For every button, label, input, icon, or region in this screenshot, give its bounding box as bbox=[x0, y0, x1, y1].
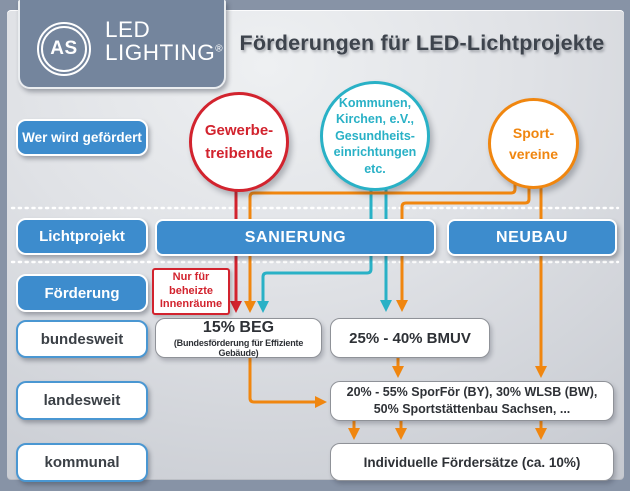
logo-line-led: LED bbox=[105, 17, 151, 42]
logo-wordmark: LED LIGHTING® bbox=[105, 17, 224, 65]
result-box-municipal: Individuelle Fördersätze (ca. 10%) bbox=[330, 443, 614, 481]
arrow-sports-to-bmuv bbox=[396, 181, 531, 312]
beg-title: 15% BEG bbox=[202, 318, 275, 336]
result-box-beg: 15% BEG (Bundesförderung für Effiziente … bbox=[155, 318, 322, 358]
row-label-federal: bundesweit bbox=[16, 320, 148, 358]
row-label-municipal: kommunal bbox=[16, 443, 148, 482]
arrow-public-to-beg bbox=[257, 186, 373, 313]
as-led-lighting-logo: AS LED LIGHTING® bbox=[18, 0, 226, 89]
audience-circle-sports: Sport- vereine bbox=[488, 98, 579, 189]
page-title: Förderungen für LED-Lichtprojekte bbox=[239, 31, 605, 55]
project-bar-sanierung: SANIERUNG bbox=[155, 219, 436, 256]
row-label-project: Lichtprojekt bbox=[16, 218, 148, 255]
row-label-who: Wer wird gefördert bbox=[16, 119, 148, 156]
beg-subtitle: (Bundesförderung für Effiziente Gebäude) bbox=[173, 337, 304, 358]
registered-mark: ® bbox=[215, 43, 224, 55]
result-box-state-programs: 20% - 55% SporFör (BY), 30% WLSB (BW), 5… bbox=[330, 381, 614, 421]
logo-line-lighting: LIGHTING® bbox=[105, 39, 224, 65]
note-heated-interiors: Nur für beheizte Innenräume bbox=[152, 268, 230, 315]
row-label-funding: Förderung bbox=[16, 274, 148, 312]
project-bar-neubau: NEUBAU bbox=[447, 219, 617, 256]
result-box-bmuv: 25% - 40% BMUV bbox=[330, 318, 490, 358]
arrow-beg-to-state bbox=[248, 358, 327, 408]
audience-circle-public: Kommunen, Kirchen, e.V., Gesundheits- ei… bbox=[320, 81, 430, 191]
as-logo-monogram: AS bbox=[41, 26, 87, 72]
as-logo-icon: AS bbox=[37, 22, 91, 76]
arrow-sports-to-beg bbox=[244, 181, 517, 313]
row-label-state: landesweit bbox=[16, 381, 148, 420]
audience-circle-commercial: Gewerbe- treibende bbox=[189, 92, 289, 192]
